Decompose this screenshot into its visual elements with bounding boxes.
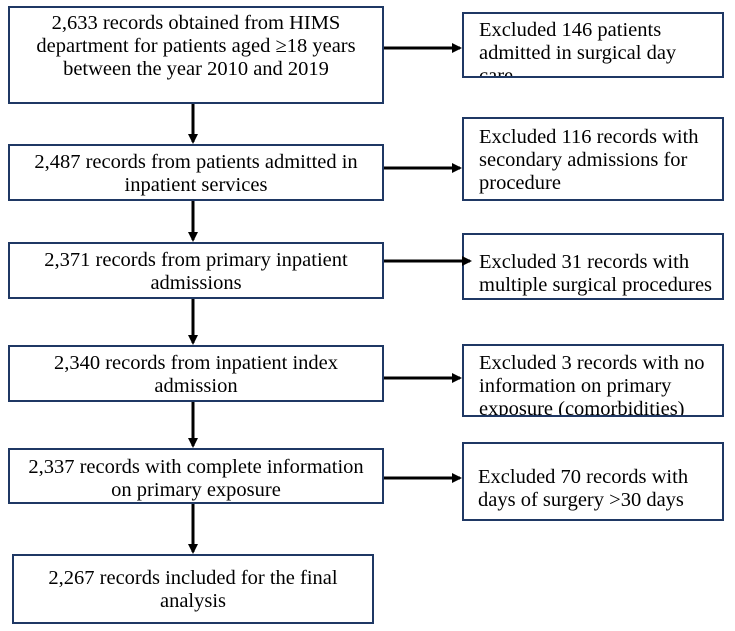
step-box-2-text: 2,487 records from patients admitted in … (34, 151, 358, 196)
step-box-3-text: 2,371 records from primary inpatient adm… (44, 249, 348, 294)
step-box-2: 2,487 records from patients admitted in … (8, 144, 384, 201)
step-box-5-text: 2,337 records with complete information … (28, 456, 364, 501)
exclusion-box-1: Excluded 146 patients admitted in surgic… (462, 12, 724, 78)
step-box-5: 2,337 records with complete information … (8, 448, 384, 504)
exclusion-box-3-text: Excluded 31 records with multiple surgic… (479, 251, 713, 296)
step-box-6: 2,267 records included for the final ana… (12, 554, 374, 624)
exclusion-box-2-text: Excluded 116 records with secondary admi… (479, 126, 699, 194)
step-box-1: 2,633 records obtained from HIMS departm… (8, 6, 384, 104)
exclusion-box-4-text: Excluded 3 records with no information o… (479, 352, 705, 417)
step-box-1-text: 2,633 records obtained from HIMS departm… (36, 12, 356, 80)
step-box-6-text: 2,267 records included for the final ana… (48, 567, 338, 612)
step-box-3: 2,371 records from primary inpatient adm… (8, 242, 384, 299)
exclusion-box-1-text: Excluded 146 patients admitted in surgic… (479, 19, 677, 78)
exclusion-box-5-text: Excluded 70 records with days of surgery… (478, 466, 689, 511)
exclusion-box-5: Excluded 70 records with days of surgery… (462, 442, 724, 521)
exclusion-box-2: Excluded 116 records with secondary admi… (462, 117, 724, 201)
step-box-4-text: 2,340 records from inpatient index admis… (53, 352, 339, 397)
step-box-4: 2,340 records from inpatient index admis… (8, 345, 384, 402)
exclusion-box-3: Excluded 31 records with multiple surgic… (462, 233, 724, 300)
exclusion-box-4: Excluded 3 records with no information o… (462, 344, 724, 417)
